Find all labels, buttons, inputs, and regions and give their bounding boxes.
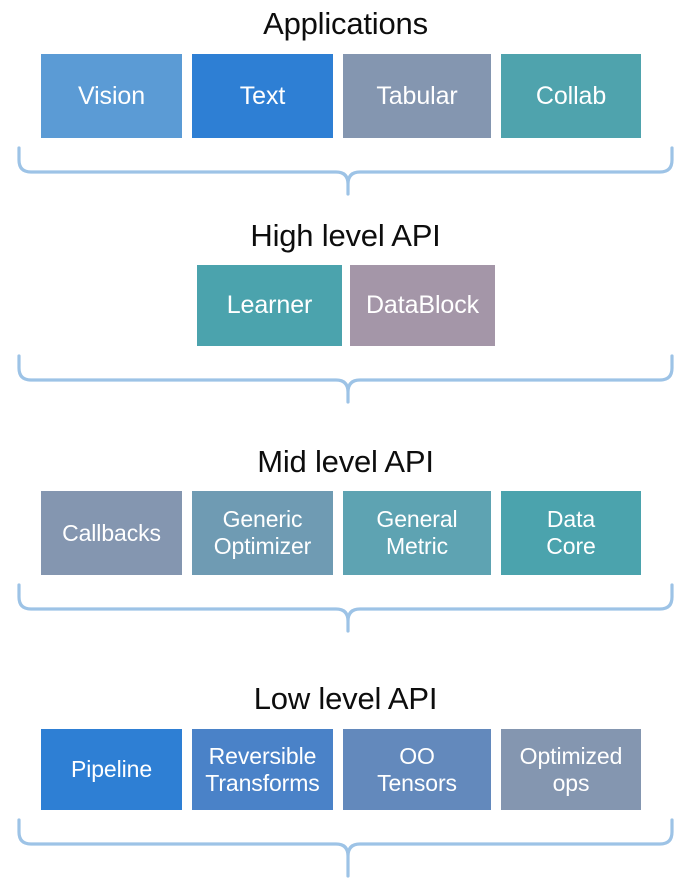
brace-high-level-api — [0, 354, 691, 404]
node-datablock[interactable]: DataBlock — [350, 265, 495, 346]
brace-mid-level-api — [0, 583, 691, 633]
node-oo-tensors[interactable]: OO Tensors — [343, 729, 491, 810]
box-row-low-level-api: Pipeline Reversible Transforms OO Tensor… — [41, 729, 651, 810]
node-learner[interactable]: Learner — [197, 265, 342, 346]
box-row-applications: Vision Text Tabular Collab — [41, 54, 651, 138]
node-label: Data Core — [546, 506, 596, 559]
node-label: DataBlock — [365, 291, 480, 319]
brace-applications — [0, 146, 691, 196]
node-optimized-ops[interactable]: Optimized ops — [501, 729, 641, 810]
node-reversible-transforms[interactable]: Reversible Transforms — [192, 729, 333, 810]
node-pipeline[interactable]: Pipeline — [41, 729, 182, 810]
node-label: OO Tensors — [377, 742, 457, 796]
node-data-core[interactable]: Data Core — [501, 491, 641, 575]
node-collab[interactable]: Collab — [501, 54, 641, 138]
node-callbacks[interactable]: Callbacks — [41, 491, 182, 575]
section-heading-high-level-api: High level API — [250, 218, 441, 253]
box-row-mid-level-api: Callbacks Generic Optimizer General Metr… — [41, 491, 651, 575]
node-label: Collab — [535, 81, 607, 110]
node-generic-optimizer[interactable]: Generic Optimizer — [192, 491, 333, 575]
node-text[interactable]: Text — [192, 54, 333, 138]
section-heading-low-level-api: Low level API — [253, 681, 438, 716]
box-row-high-level-api: Learner DataBlock — [197, 265, 495, 346]
node-general-metric[interactable]: General Metric — [343, 491, 491, 575]
brace-low-level-api — [0, 818, 691, 879]
section-heading-applications: Applications — [263, 6, 428, 41]
section-heading-mid-level-api: Mid level API — [257, 444, 434, 479]
node-tabular[interactable]: Tabular — [343, 54, 491, 138]
node-label: Reversible Transforms — [205, 742, 320, 796]
node-label: General Metric — [376, 506, 458, 559]
node-label: Optimized ops — [519, 742, 623, 796]
node-label: Learner — [226, 291, 313, 319]
node-label: Text — [239, 81, 286, 110]
node-vision[interactable]: Vision — [41, 54, 182, 138]
node-label: Vision — [77, 81, 146, 110]
node-label: Generic Optimizer — [213, 506, 312, 559]
node-label: Pipeline — [70, 756, 153, 782]
node-label: Tabular — [376, 81, 458, 110]
node-label: Callbacks — [62, 519, 161, 546]
